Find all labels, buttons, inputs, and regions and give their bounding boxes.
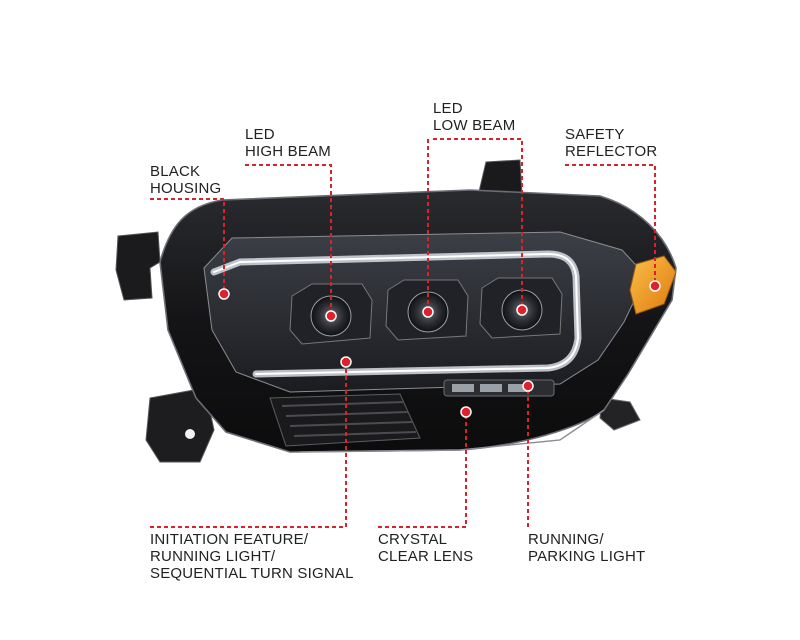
marker-running-light <box>522 380 534 392</box>
marker-initiation-feature <box>340 356 352 368</box>
label-led-high-beam: LED HIGH BEAM <box>245 126 331 160</box>
label-initiation-feature-line1: INITIATION FEATURE/ <box>150 531 309 548</box>
leader-black-housing <box>150 198 225 294</box>
leader-crystal-clear-lens <box>378 412 467 528</box>
label-crystal-clear-lens-line1: CRYSTAL <box>378 531 448 548</box>
label-led-high-beam-line1: LED <box>245 126 275 143</box>
label-safety-reflector: SAFETY REFLECTOR <box>565 126 657 160</box>
label-safety-reflector-line2: REFLECTOR <box>565 143 658 160</box>
leader-led-low-beam <box>433 138 523 310</box>
leader-initiation-feature <box>150 362 347 528</box>
mounting-bracket-right <box>599 397 641 431</box>
marker-dots <box>218 280 661 418</box>
marker-high-beam <box>325 310 337 322</box>
leader-led-high-beam <box>245 164 332 316</box>
label-black-housing-line1: BLACK <box>150 163 201 180</box>
mounting-bracket-left <box>115 231 215 463</box>
label-initiation-feature: INITIATION FEATURE/ RUNNING LIGHT/ SEQUE… <box>150 531 354 582</box>
marker-black-housing <box>218 288 230 300</box>
marker-low-beam-1 <box>422 306 434 318</box>
label-crystal-clear-lens-line2: CLEAR LENS <box>378 548 474 565</box>
marker-low-beam-2 <box>516 304 528 316</box>
label-black-housing: BLACK HOUSING <box>150 163 221 197</box>
label-black-housing-line2: HOUSING <box>150 180 222 197</box>
label-safety-reflector-line1: SAFETY <box>565 126 625 143</box>
marker-safety-reflector <box>649 280 661 292</box>
label-running-parking-light: RUNNING/ PARKING LIGHT <box>528 531 645 565</box>
label-led-low-beam: LED LOW BEAM <box>433 100 515 134</box>
leader-lines <box>150 138 656 528</box>
label-initiation-feature-line2: RUNNING LIGHT/ <box>150 548 276 565</box>
label-running-parking-light-line2: PARKING LIGHT <box>528 548 646 565</box>
label-led-low-beam-line2: LOW BEAM <box>433 117 516 134</box>
label-led-low-beam-line1: LED <box>433 100 463 117</box>
label-led-high-beam-line2: HIGH BEAM <box>245 143 331 160</box>
leader-safety-reflector <box>565 164 656 286</box>
label-running-parking-light-line1: RUNNING/ <box>528 531 604 548</box>
label-initiation-feature-line3: SEQUENTIAL TURN SIGNAL <box>150 565 354 582</box>
running-light-strip <box>443 379 555 397</box>
label-crystal-clear-lens: CRYSTAL CLEAR LENS <box>378 531 473 565</box>
marker-crystal-clear-lens <box>460 406 472 418</box>
